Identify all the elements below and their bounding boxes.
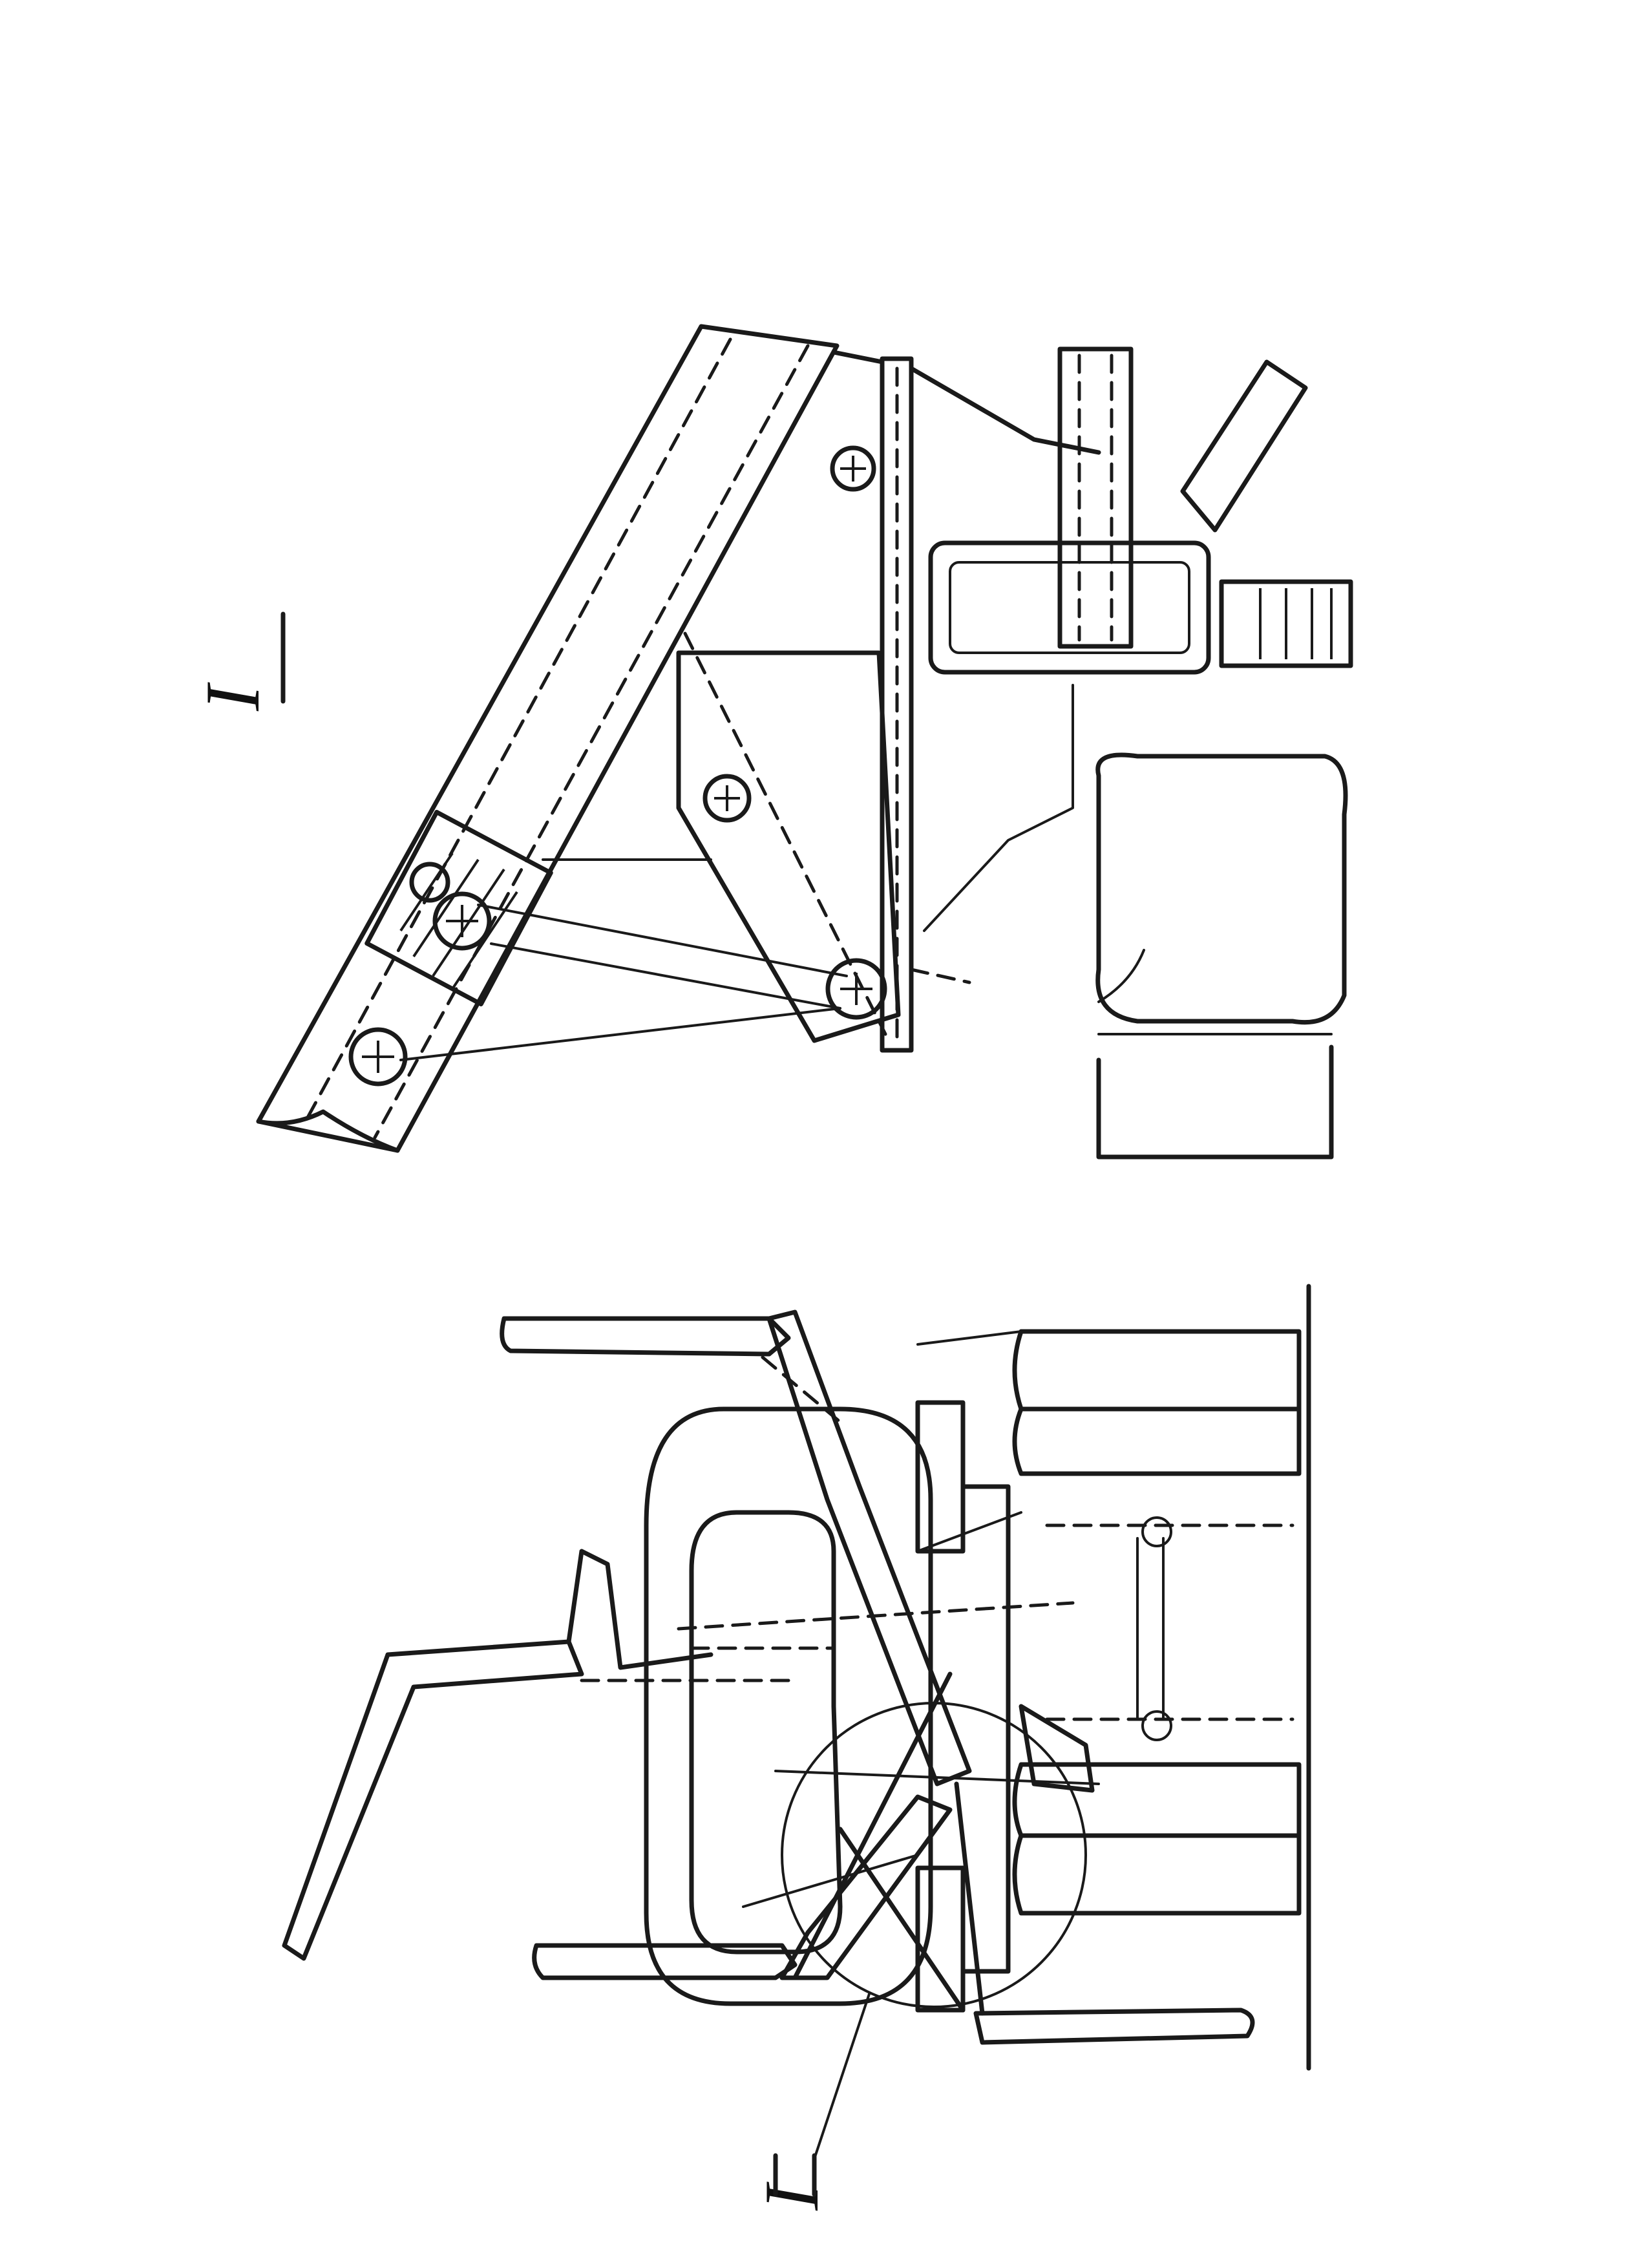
detail-view-label: I (189, 611, 286, 712)
cab-window (689, 1510, 843, 1955)
body-block-lower (1096, 1044, 1334, 1160)
upper-fork-shank (766, 1309, 972, 1786)
lower-fork-tine-right (973, 2008, 1255, 2045)
mounting-plate-outline (880, 356, 914, 1053)
bracket-bolt-upper (830, 445, 876, 492)
detail-callout-circle (781, 1702, 1087, 2008)
detail-callout-leader (813, 1993, 871, 2160)
clamp-hatching (399, 852, 518, 990)
crossed-linkage (742, 1671, 966, 2013)
linkage-rods (399, 858, 848, 1061)
mechanism-rod (774, 1770, 1100, 1785)
general-assembly-view: I (282, 1284, 1311, 2211)
detail-callout-label: I (748, 2181, 834, 2211)
arm-break-line (256, 1109, 400, 1153)
cab-outline (644, 1406, 933, 2006)
inclined-arm (256, 324, 840, 1153)
rail-block-3 (1012, 1762, 1302, 1838)
upper-fork-arm (500, 1309, 972, 1786)
tube-assembly (923, 346, 1353, 932)
detail-view-label-text: I (189, 682, 275, 712)
bracket-outline (676, 650, 901, 1043)
crossed-link-b (838, 1827, 966, 2013)
clamp-collar-inner (949, 561, 1190, 654)
mechanism-wedge (1019, 1704, 1095, 1793)
body-block-upper (1095, 752, 1348, 1025)
lever-body (282, 1639, 584, 1961)
chassis-rails (916, 1284, 1311, 2071)
arm-hidden-edge-2 (373, 344, 810, 1139)
axle-hub-top (1141, 1516, 1172, 1547)
detail-callout: I (748, 1702, 1087, 2211)
link-rod-upper (477, 904, 848, 977)
mounting-plate (831, 350, 1101, 1053)
mechanism-plate-lower (915, 1865, 966, 2013)
mechanism-frame (960, 1484, 1011, 1974)
axle-hub-bottom (1141, 1710, 1172, 1741)
bracket-bolt-middle (703, 774, 752, 823)
arm-bolt (409, 862, 450, 903)
lever-bracket (566, 1549, 713, 1670)
mechanism-plate-upper (915, 1400, 966, 1554)
rail-block-4 (1012, 1833, 1302, 1916)
bracket-hidden-diagonal (683, 631, 887, 1036)
operator-cab (644, 1406, 933, 2006)
link-rod-middle (490, 942, 841, 1010)
clamp-block (364, 810, 553, 1006)
rail-block-2 (1012, 1406, 1302, 1476)
arm-pivot-pin-upper (432, 891, 492, 951)
arm-pivot-pin-lower (348, 1027, 408, 1086)
angled-brace (1180, 359, 1308, 533)
bracket-plate (676, 445, 901, 1043)
detail-view-i: I (189, 324, 1353, 1160)
plate-foot-hidden (909, 968, 971, 984)
lower-fork-link (954, 1781, 985, 2016)
vehicle-body (1095, 752, 1348, 1160)
clamp-collar (928, 540, 1211, 675)
link-rod-lower (399, 1007, 841, 1061)
grip-ribs (1259, 588, 1333, 659)
plate-top-edge (831, 350, 1101, 455)
arm-hidden-edge-1 (302, 337, 732, 1127)
rail-block-1 (1012, 1329, 1302, 1412)
control-lever (282, 1549, 797, 1961)
upper-fork-tine (500, 1316, 791, 1357)
grip-block (1219, 579, 1353, 668)
bracket-pivot-pin (825, 958, 887, 1020)
tube-outer (1057, 346, 1134, 649)
tube-support-line (923, 684, 1074, 932)
lower-fork-arm (532, 1781, 1255, 2045)
crossed-link-a (792, 1671, 953, 1980)
center-mechanism (677, 1400, 1100, 2013)
lower-fork-shank (779, 1794, 953, 1980)
body-fillet (1097, 949, 1145, 1003)
